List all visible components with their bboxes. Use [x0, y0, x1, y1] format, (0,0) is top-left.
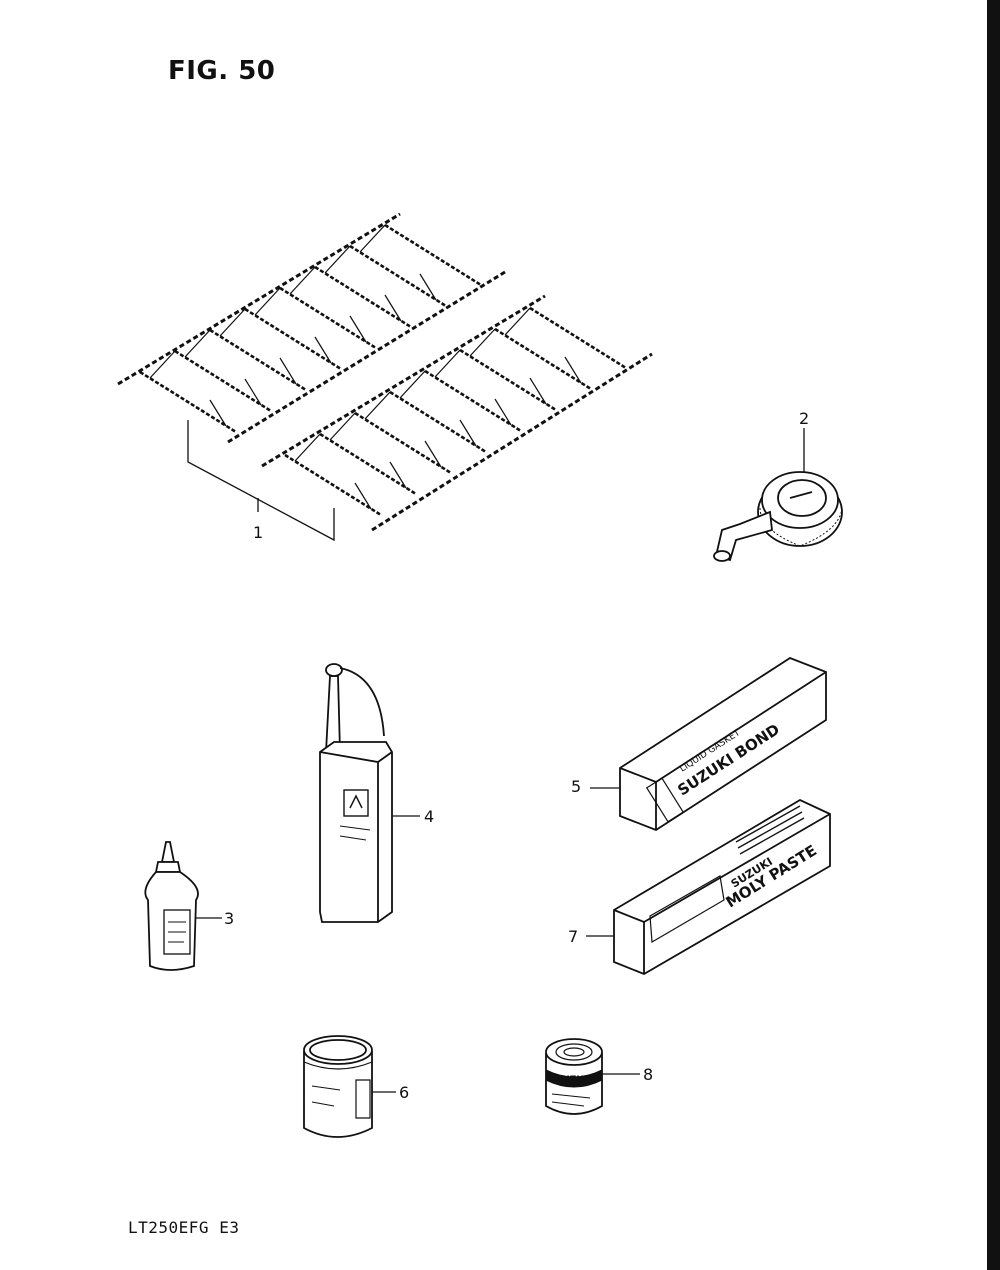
page-edge [987, 0, 1000, 1270]
callout-3: 3 [224, 909, 234, 928]
callout-4: 4 [424, 807, 434, 826]
oil-bottle-icon [144, 841, 222, 971]
oil-can-icon [319, 663, 420, 923]
callout-1: 1 [253, 523, 263, 542]
tire-chain-icon [117, 212, 653, 542]
callout-8: 8 [643, 1065, 653, 1084]
paint-can-icon [303, 1035, 396, 1138]
grease-tin-icon [545, 1038, 640, 1115]
callout-6: 6 [399, 1083, 409, 1102]
tire-pressure-gauge-icon [713, 428, 843, 562]
bond-box-icon [590, 656, 827, 832]
model-code: LT250EFG E3 [128, 1218, 240, 1237]
callout-2: 2 [799, 409, 809, 428]
paste-box-icon [586, 798, 831, 975]
callout-5: 5 [571, 777, 581, 796]
figure-title: FIG. 50 [168, 56, 276, 86]
callout-7: 7 [568, 927, 578, 946]
tin-brand-text: SUZUKI [556, 1075, 594, 1085]
